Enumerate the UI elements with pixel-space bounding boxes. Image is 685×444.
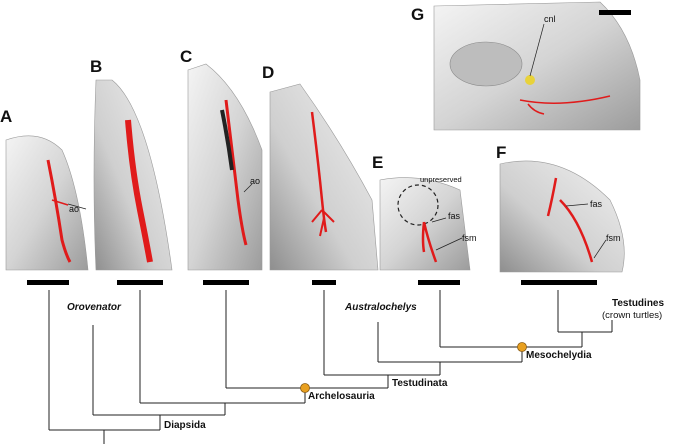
panel-b: B: [90, 57, 173, 285]
taxon-testudines-sub: (crown turtles): [602, 310, 662, 321]
scale-bar-d: [312, 280, 336, 285]
panel-label-a: A: [0, 107, 12, 126]
orbit-opening: [449, 41, 523, 87]
taxon-orovenator: Orovenator: [67, 302, 122, 313]
leader-fas-f: [565, 203, 589, 207]
cnl-highlight: [525, 75, 535, 85]
leader-fsm-e: [435, 237, 463, 251]
phylogeny-tree: [48, 290, 613, 444]
label-ao-a: ao: [69, 204, 79, 214]
canal-a: [46, 159, 72, 263]
clade-mesochelydia: Mesochelydia: [526, 350, 592, 361]
panel-g: G cnl: [411, 1, 641, 131]
leader-ao-c: [243, 183, 253, 193]
label-fsm-f: fsm: [606, 233, 621, 243]
scale-bar-a: [27, 280, 69, 285]
canal-e: [421, 221, 438, 263]
panel-f: F fas fsm: [496, 143, 625, 285]
canal-f: [546, 177, 594, 263]
clade-archelosauria: Archelosauria: [308, 391, 375, 402]
label-cnl: cnl: [544, 14, 556, 24]
panel-c: C ao: [180, 47, 263, 285]
leader-fas-e: [431, 217, 447, 223]
leader-fsm-f: [593, 239, 607, 259]
specimen-d-bone: [269, 83, 379, 271]
panel-e: E unpreserved fas fsm: [372, 153, 477, 285]
clade-diapsida: Diapsida: [164, 420, 206, 431]
label-fas-e: fas: [448, 211, 461, 221]
panel-label-f: F: [496, 143, 506, 162]
clade-testudinata: Testudinata: [392, 378, 448, 389]
node-archelosauria-marker: [300, 383, 310, 393]
canal-d-branch: [311, 209, 335, 237]
scale-bar-g: [599, 10, 631, 15]
label-fas-f: fas: [590, 199, 603, 209]
specimen-a-bone: [5, 135, 89, 271]
taxon-australochelys: Australochelys: [344, 302, 417, 313]
leader-cnl: [529, 23, 545, 77]
label-unpreserved: unpreserved: [420, 175, 462, 184]
panel-d: D: [262, 63, 379, 285]
unpreserved-region: [397, 184, 439, 226]
specimen-c-bone: [187, 63, 263, 271]
scale-bar-c: [203, 280, 249, 285]
scale-bar-e: [418, 280, 460, 285]
specimen-f-bone: [499, 160, 625, 273]
panel-label-c: C: [180, 47, 192, 66]
panel-label-g: G: [411, 5, 424, 24]
scale-bar-b: [117, 280, 163, 285]
canal-g: [519, 95, 611, 115]
canal-c-dark: [220, 109, 234, 171]
panel-label-d: D: [262, 63, 274, 82]
canal-a-branch: [51, 199, 69, 206]
specimen-g-bone: [433, 1, 641, 131]
panel-a: A ao: [0, 107, 89, 285]
label-ao-c: ao: [250, 176, 260, 186]
canal-c: [224, 99, 248, 246]
canal-b: [125, 119, 153, 263]
taxon-testudines: Testudines: [612, 298, 664, 309]
scale-bar-f: [521, 280, 597, 285]
canal-d: [310, 111, 328, 233]
panel-label-b: B: [90, 57, 102, 76]
leader-ao-a: [67, 203, 87, 210]
node-mesochelydia-marker: [517, 342, 527, 352]
label-fsm-e: fsm: [462, 233, 477, 243]
panel-label-e: E: [372, 153, 383, 172]
